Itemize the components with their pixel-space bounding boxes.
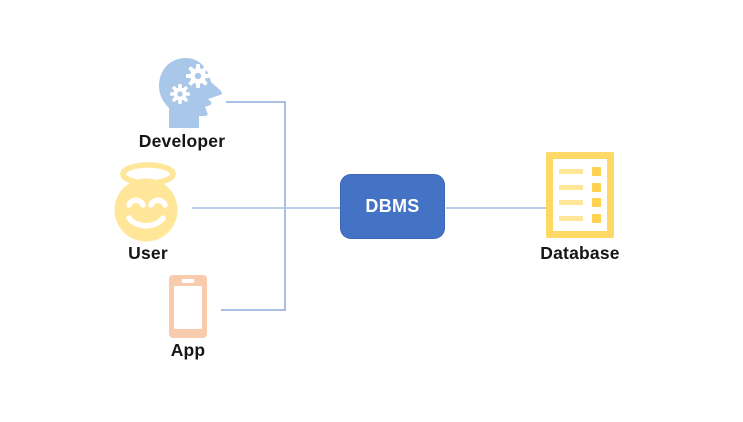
database-row [559,213,601,223]
database-row [559,167,601,177]
smile-icon [126,215,166,229]
phone-speaker-slot [181,278,195,283]
row-square [592,213,601,223]
database-label: Database [540,243,620,263]
app-label: App [170,340,206,360]
left-eye-icon [126,197,146,208]
smartphone-icon [169,275,207,338]
right-eye-icon [148,197,168,208]
database-row [559,182,601,192]
row-square [592,198,601,208]
row-dash [559,169,583,175]
row-square [592,167,601,177]
row-dash [559,215,583,221]
row-dash [559,200,583,206]
database-row [559,198,601,208]
database-list-document-icon [546,152,614,238]
dbms-label: DBMS [365,196,420,216]
phone-screen [174,286,202,329]
developer-head-gears-icon [159,58,222,128]
gear-small-icon [170,84,190,104]
row-square [592,182,601,192]
user-label: User [128,243,168,263]
user-smiley-halo-icon [114,162,178,242]
connector-developer-app-elbow [221,101,286,311]
developer-label: Developer [138,131,226,151]
gear-large-icon [186,64,210,88]
row-dash [559,184,583,190]
dbms-box: DBMS [340,174,445,239]
